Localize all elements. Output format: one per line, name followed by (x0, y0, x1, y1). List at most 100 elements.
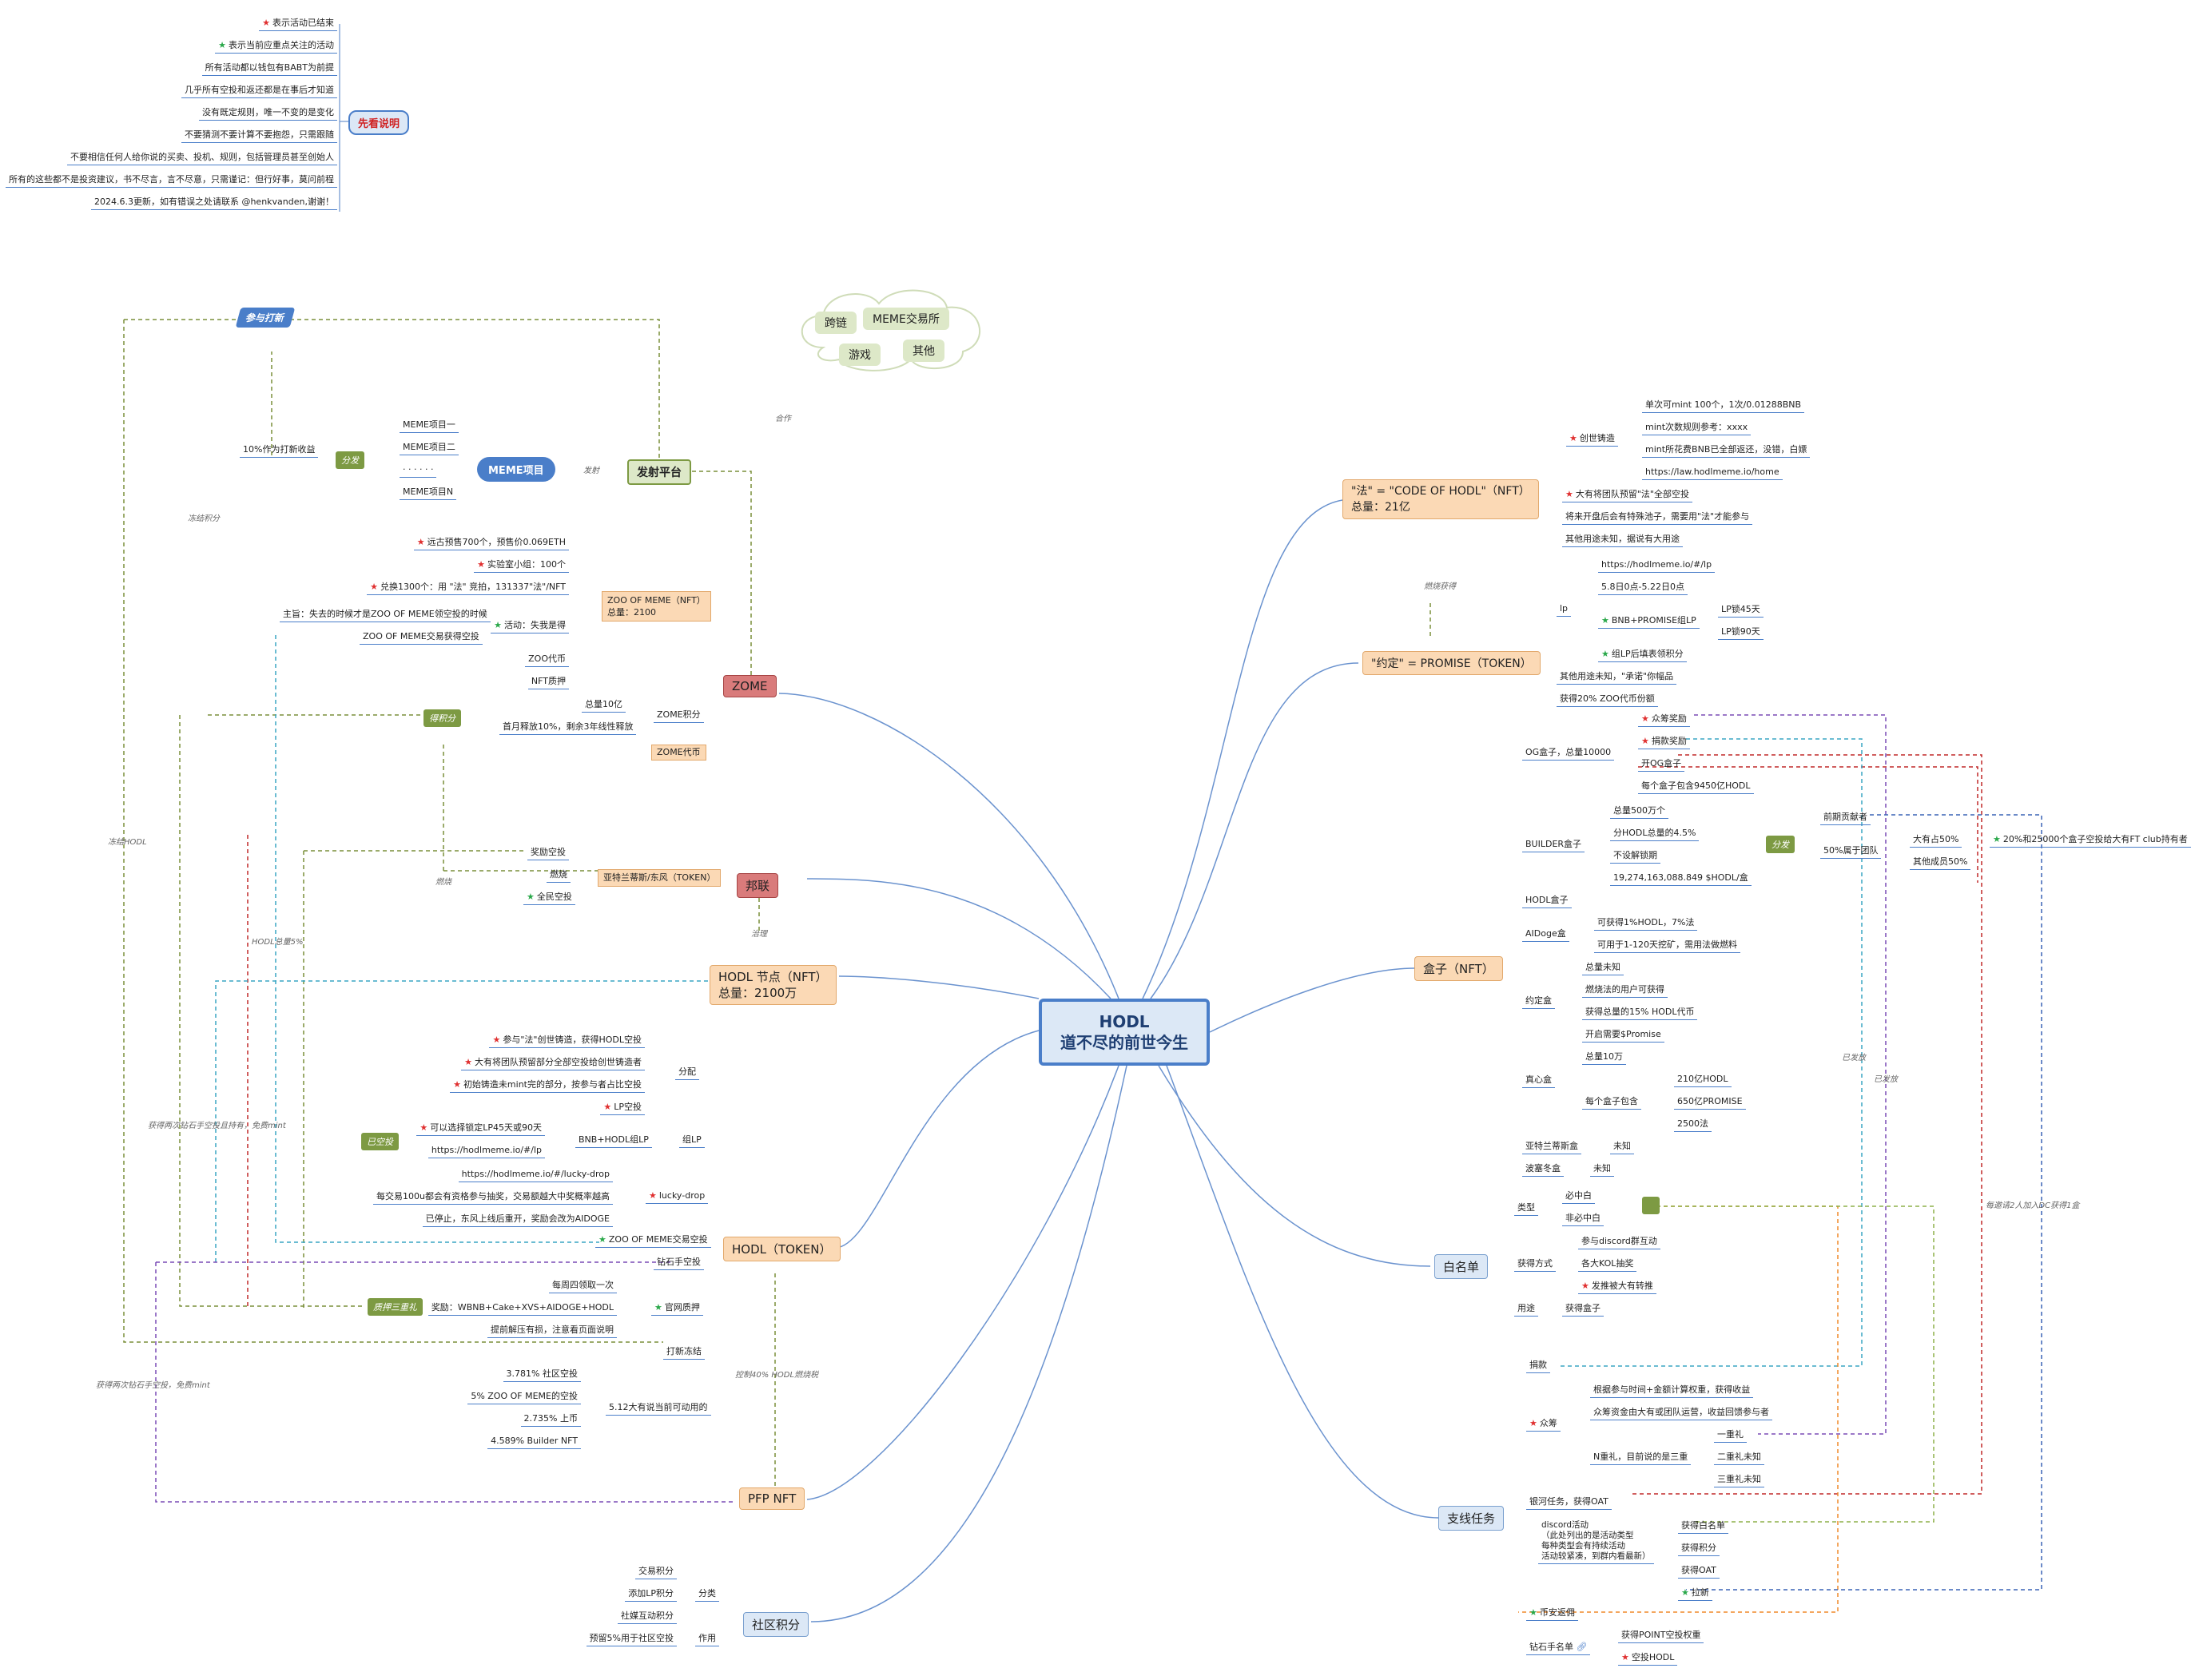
wl-use: 用途 (1514, 1303, 1538, 1317)
lucky-label: ★lucky-drop (646, 1190, 709, 1204)
pact-item: 获得总量的15% HODL代币 (1582, 1007, 1698, 1020)
hodl-token-hub[interactable]: HODL（TOKEN） (723, 1237, 841, 1261)
legend-item: 2024.6.3更新，如有错误之处请联系 @henkvanden,谢谢！ (90, 197, 337, 210)
staking-label: ★官网质押 (651, 1302, 703, 1316)
cloud-game[interactable]: 游戏 (839, 344, 881, 366)
distribution-item: ★大有将团队预留部分全部空投给创世铸造者 (461, 1057, 645, 1070)
og-item: ★众筹奖励 (1638, 713, 1690, 727)
zoo-item: ZOO代币 (525, 653, 569, 667)
lp-label: 组LP (679, 1134, 705, 1148)
zome-points: ZOME积分 (654, 709, 704, 723)
pfp-control: 控制40% HODL燃烧税 (735, 1371, 819, 1380)
heart-total: 总量10万 (1582, 1051, 1626, 1065)
community-cat-item: 添加LP积分 (625, 1588, 677, 1602)
zome-hub[interactable]: ZOME (723, 675, 777, 697)
bodhi-box: 波塞冬盒 (1522, 1163, 1564, 1177)
promise-lp: lp (1557, 603, 1572, 617)
gov-label: 治理 (751, 930, 767, 939)
aidoge-item: 可获得1%HODL，7%法 (1594, 917, 1698, 931)
promise-item: 其他用途未知，"承诺"你幅品 (1557, 671, 1677, 685)
bodhi-value: 未知 (1590, 1163, 1614, 1177)
meme-project-item: MEME项目二 (400, 442, 459, 455)
sent-label-2: 已发放 (1874, 1075, 1898, 1084)
genesis-label: ★创世铸造 (1566, 433, 1618, 447)
staking-item: 每周四领取一次 (549, 1280, 617, 1293)
genesis-item: mint所花费BNB已全部返还，没错，白嫖 (1642, 444, 1811, 458)
builder-item: 总量500万个 (1610, 805, 1668, 819)
pfp-hub[interactable]: PFP NFT (739, 1487, 805, 1510)
cloud-other[interactable]: 其他 (903, 340, 944, 362)
promise-hub[interactable]: "约定" = PROMISE（TOKEN） (1362, 651, 1541, 675)
alliance-token: 亚特兰蒂斯/东风（TOKEN） (598, 869, 722, 887)
community-hub[interactable]: 社区积分 (743, 1612, 809, 1637)
staking-item: 提前解压有损，注意看页面说明 (487, 1325, 617, 1338)
pact-item: 燃烧法的用户可获得 (1582, 984, 1668, 998)
current-item: 2.735% 上币 (520, 1413, 581, 1427)
burn-label: 燃烧 (435, 878, 451, 887)
builder-box: BUILDER盒子 (1522, 839, 1585, 852)
distribution-item: ★参与"法"创世铸造，获得HODL空投 (489, 1035, 645, 1048)
team-share-item: 大有占50% (1910, 834, 1962, 848)
legend-item: 几乎所有空投和返还都是在事后才知道 (181, 85, 337, 98)
diamond-item: 获得POINT空投权重 (1618, 1630, 1704, 1643)
zoo-nft-node[interactable]: ZOO OF MEME（NFT） 总量：2100 (602, 591, 711, 622)
team-share-item: 其他成员50% (1910, 856, 1971, 870)
discord-item: ★拉新 (1678, 1587, 1712, 1601)
og-item: ★捐款奖励 (1638, 736, 1690, 749)
cloud-crosschain[interactable]: 跨链 (815, 312, 857, 334)
staking-item: 奖励：WBNB+Cake+XVS+AIDOGE+HODL (427, 1302, 617, 1316)
wl-get-item: 参与discord群互动 (1578, 1236, 1660, 1249)
atlantis-value: 未知 (1610, 1141, 1634, 1154)
triple-tag: 质押三重礼 (368, 1298, 423, 1316)
hodl-total-5-label: HODL总量5% (252, 938, 304, 947)
node-hub[interactable]: HODL 节点（NFT） 总量：2100万 (710, 965, 837, 1005)
cloud-meme-exchange[interactable]: MEME交易所 (863, 308, 949, 330)
wl-get: 获得方式 (1514, 1258, 1556, 1272)
diamond-item: ★空投HODL (1618, 1652, 1678, 1666)
wl-type-item: 必中白 (1562, 1190, 1595, 1204)
whitelist-hub[interactable]: 白名单 (1434, 1254, 1489, 1279)
zoo-item: ★活动：失我是得 (491, 620, 569, 633)
launch-platform-hub[interactable]: 发射平台 (627, 459, 691, 485)
heart-each: 每个盒子包含 (1582, 1096, 1641, 1110)
fa-hub[interactable]: "法" = "CODE OF HODL"（NFT） 总量：21亿 (1342, 479, 1539, 519)
center-node[interactable]: HODL 道不尽的前世今生 (1039, 999, 1210, 1066)
pact-item: 开启需要$Promise (1582, 1029, 1664, 1043)
promise-lp-item: ★组LP后填表领积分 (1598, 649, 1687, 662)
community-use-item: 预留5%用于社区空投 (586, 1633, 677, 1646)
share-note: ★20%和25000个盒子空投给大有FT club持有者 (1990, 834, 2191, 848)
zoo-activity-item: 主旨：失去的时候才是ZOO OF MEME领空投的时候 (280, 609, 491, 622)
distribution-item: ★初始铸造未mint完的部分，按参与者占比空投 (450, 1079, 645, 1093)
coop-label: 合作 (775, 415, 791, 423)
genesis-item: mint次数规则参考：xxxx (1642, 422, 1752, 435)
genesis-item: 单次可mint 100个，1次/0.01288BNB (1642, 399, 1805, 413)
heart-box: 真心盒 (1522, 1074, 1555, 1088)
invite-label: 每邀请2人加入DC获得1盒 (1986, 1201, 2080, 1210)
pact-box: 约定盒 (1522, 995, 1555, 1009)
burn-get-label: 燃烧获得 (1424, 582, 1456, 591)
community-use: 作用 (695, 1633, 719, 1646)
current-item: 5% ZOO OF MEME的空投 (467, 1391, 581, 1404)
lp-item: https://hodlmeme.io/#/lp (427, 1145, 545, 1158)
builder-item: 19,274,163,088.849 $HODL/盒 (1610, 872, 1752, 886)
heart-item: 650亿PROMISE (1674, 1096, 1746, 1110)
fa-item: ★大有将团队预留"法"全部空投 (1562, 489, 1692, 502)
current-item: 4.589% Builder NFT (487, 1436, 581, 1449)
participate-hub[interactable]: 参与打新 (235, 308, 296, 328)
side-quest-hub[interactable]: 支线任务 (1438, 1506, 1505, 1531)
wl-use-item: 获得盒子 (1562, 1303, 1604, 1317)
zoo-activity-item: ZOO OF MEME交易获得空投 (360, 631, 483, 645)
crowd-item: 众筹资金由大有或团队运营，收益回馈参与者 (1590, 1407, 1772, 1420)
lock-item: LP锁90天 (1718, 626, 1764, 640)
community-cat-item: 社媒互动积分 (618, 1610, 677, 1624)
community-category: 分类 (695, 1588, 719, 1602)
meme-project-item: MEME项目一 (400, 419, 459, 433)
aidoge-item: 可用于1-120天挖矿，需用法做燃料 (1594, 939, 1740, 953)
box-hub[interactable]: 盒子（NFT） (1414, 956, 1503, 981)
alliance-hub[interactable]: 邦联 (737, 873, 779, 898)
wl-type: 类型 (1514, 1202, 1538, 1216)
legend-hub[interactable]: 先看说明 (348, 110, 410, 135)
node-title: HODL 节点（NFT） (718, 970, 828, 984)
discord-item: 获得积分 (1678, 1543, 1720, 1556)
meme-project-hub[interactable]: MEME项目 (477, 457, 555, 482)
